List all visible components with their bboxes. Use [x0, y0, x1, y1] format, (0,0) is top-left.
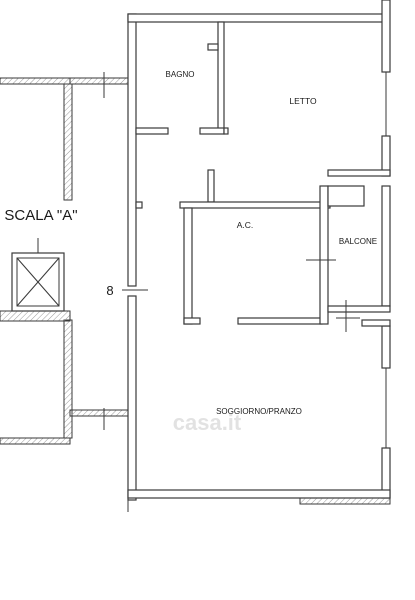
letto-door-jamb — [223, 127, 229, 135]
letto-bottom-wall — [327, 169, 391, 177]
stair-bottom-wall — [0, 437, 71, 445]
balcony-step — [327, 185, 365, 207]
soggiorno-top-right — [361, 319, 391, 327]
unit-number: 8 — [106, 283, 113, 298]
stair-right-wall-lower — [63, 319, 73, 439]
room-label-ac: A.C. — [237, 220, 254, 230]
stair-label: SCALA "A" — [4, 207, 77, 224]
stair-right-wall-upper — [63, 83, 73, 201]
elevator-cabin — [16, 257, 60, 307]
outer-right-wall-top — [381, 0, 391, 73]
bagno-bottom-wall-right — [199, 127, 225, 135]
outer-top-wall — [127, 13, 387, 23]
bagno-niche — [207, 43, 219, 51]
bagno-letto-wall — [217, 21, 225, 131]
ac-balcone-wall — [319, 185, 329, 325]
outer-bottom-wall — [127, 489, 391, 499]
room-label-soggiorno: SOGGIORNO/PRANZO — [216, 407, 302, 416]
landing-top-wall — [69, 77, 129, 85]
outer-left-wall-lower — [127, 295, 137, 501]
ac-left-wall — [183, 207, 193, 325]
room-label-balcone: BALCONE — [339, 237, 377, 246]
corridor-stub — [207, 169, 215, 203]
exterior-hatch-bottom — [299, 497, 391, 505]
ac-bottom-stub — [183, 317, 201, 325]
outer-left-wall-upper — [127, 13, 137, 287]
elevator-base-wall — [0, 310, 71, 322]
stair-top-wall — [0, 77, 71, 85]
stair-block — [0, 72, 129, 445]
interior-walls — [122, 21, 391, 332]
watermark: casa.it — [173, 410, 242, 435]
ac-bottom-wall — [237, 317, 323, 325]
bagno-bottom-wall-left — [135, 127, 169, 135]
room-label-bagno: BAGNO — [166, 70, 195, 79]
landing-bottom-wall — [69, 409, 129, 417]
apartment-walls — [127, 0, 391, 512]
balcony-right-wall — [381, 185, 391, 307]
ac-top-wall — [179, 201, 331, 209]
left-wall-stub — [135, 201, 143, 209]
outer-right-wall-lower — [381, 325, 391, 369]
balcony-bottom-wall — [327, 305, 391, 313]
elevator-cross-b — [16, 257, 60, 307]
room-label-letto: LETTO — [289, 96, 317, 106]
